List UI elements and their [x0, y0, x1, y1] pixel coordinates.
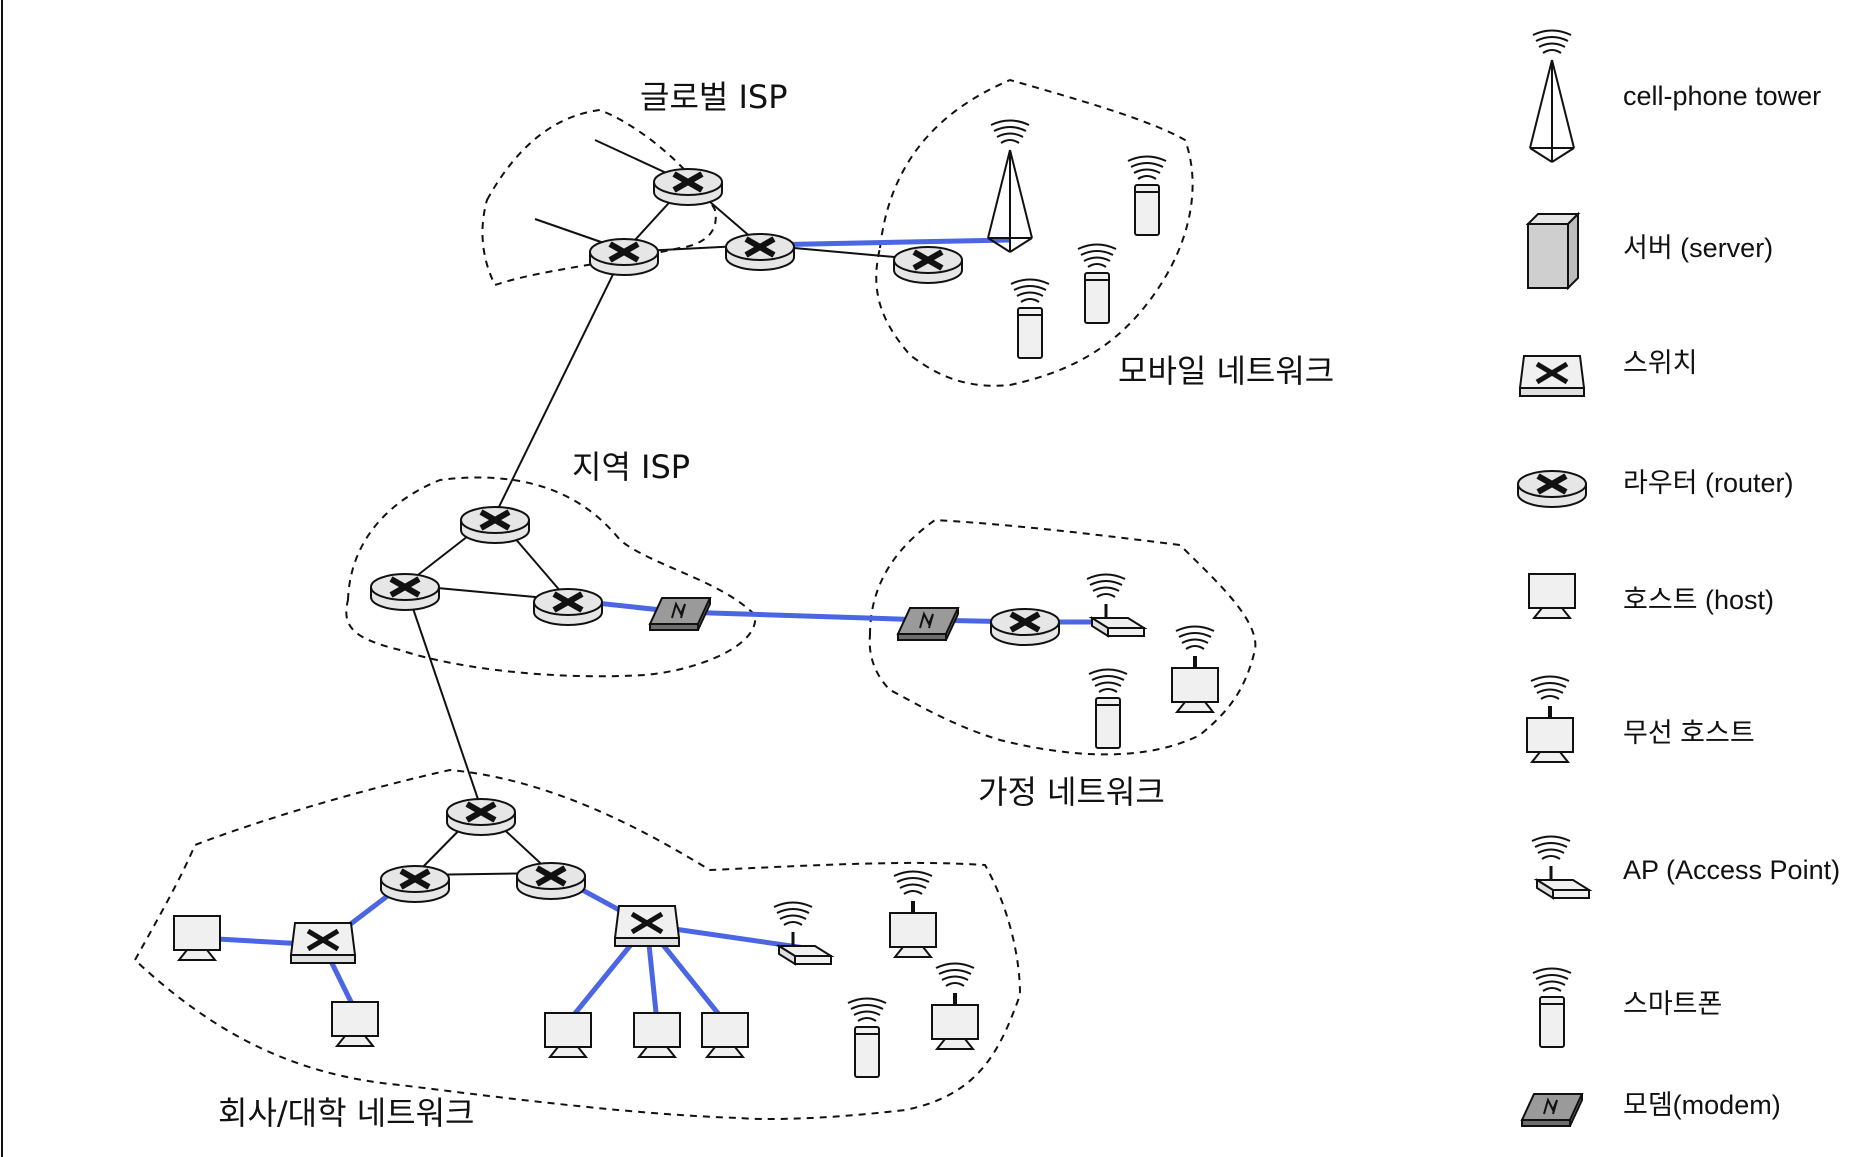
global-isp-label: 글로벌 ISP [640, 78, 788, 116]
global-isp-router-right [726, 234, 794, 270]
link-mobile-router-tower [759, 237, 1011, 248]
legend-server-icon [1527, 213, 1579, 289]
regional-isp-router-right [534, 589, 602, 625]
global-isp-router-left [590, 239, 658, 275]
link-global-regional [494, 251, 625, 516]
home-network-label: 가정 네트워크 [978, 773, 1165, 811]
switch-icon [615, 906, 679, 946]
mobile-network-label: 모바일 네트워크 [1118, 352, 1334, 390]
regional-isp-label: 지역 ISP [572, 448, 690, 486]
legend: cell-phone tower 서버 (server) 스위치 라우터 (ro… [1518, 31, 1840, 1127]
home-router [991, 609, 1059, 645]
mobile-network-boundary [875, 78, 1194, 387]
smartphone-icon [1078, 245, 1116, 324]
home-network-boundary [868, 518, 1257, 756]
host-icon [173, 915, 221, 961]
smartphone-icon [848, 999, 886, 1078]
legend-switch-label: 스위치 [1623, 348, 1698, 378]
regional-isp-router-top [461, 507, 529, 543]
host-icon [331, 1001, 379, 1047]
modem-icon [897, 607, 959, 641]
legend-wireless-host-label: 무선 호스트 [1623, 718, 1755, 748]
access-point-icon [774, 903, 831, 965]
host-icon [633, 1012, 681, 1058]
smartphone-icon [1011, 280, 1049, 359]
wireless-host-icon [890, 872, 936, 958]
host-icon [701, 1012, 749, 1058]
global-isp-router-top [654, 169, 722, 205]
host-icon [544, 1012, 592, 1058]
enterprise-router-top [447, 799, 515, 835]
link-regional-enterprise [404, 584, 482, 809]
smartphone-icon [1128, 157, 1166, 236]
enterprise-network-boundary [133, 768, 1022, 1121]
legend-router-label: 라우터 (router) [1623, 468, 1794, 498]
legend-switch-icon [1520, 356, 1584, 396]
legend-router-icon [1518, 471, 1586, 507]
legend-cell-tower-icon [1530, 31, 1574, 163]
legend-access-point-icon [1532, 837, 1589, 899]
legend-server-label: 서버 (server) [1623, 233, 1773, 263]
enterprise-network-label: 회사/대학 네트워크 [218, 1094, 474, 1132]
legend-smartphone-label: 스마트폰 [1623, 989, 1722, 1019]
legend-wireless-host-icon [1527, 677, 1573, 763]
access-point-icon [1087, 575, 1144, 637]
smartphone-icon [1089, 670, 1127, 749]
modem-icon [649, 597, 711, 631]
legend-host-icon [1528, 573, 1576, 619]
cell-tower-icon [988, 121, 1032, 253]
switch-icon [291, 923, 355, 963]
global-isp-boundary [481, 108, 717, 287]
wireless-host-icon [932, 964, 978, 1050]
regional-isp-router-left [371, 574, 439, 610]
enterprise-router-left [381, 866, 449, 902]
legend-smartphone-icon [1533, 969, 1571, 1048]
legend-modem-icon [1521, 1093, 1583, 1127]
legend-modem-label: 모뎀(modem) [1623, 1090, 1781, 1120]
wireless-host-icon [1172, 627, 1218, 713]
link-modem-modem [679, 609, 929, 623]
legend-host-label: 호스트 (host) [1623, 585, 1774, 615]
enterprise-router-right [517, 863, 585, 899]
mobile-router [894, 247, 962, 283]
legend-access-point-label: AP (Access Point) [1623, 855, 1840, 885]
legend-cell-tower-label: cell-phone tower [1623, 81, 1821, 111]
